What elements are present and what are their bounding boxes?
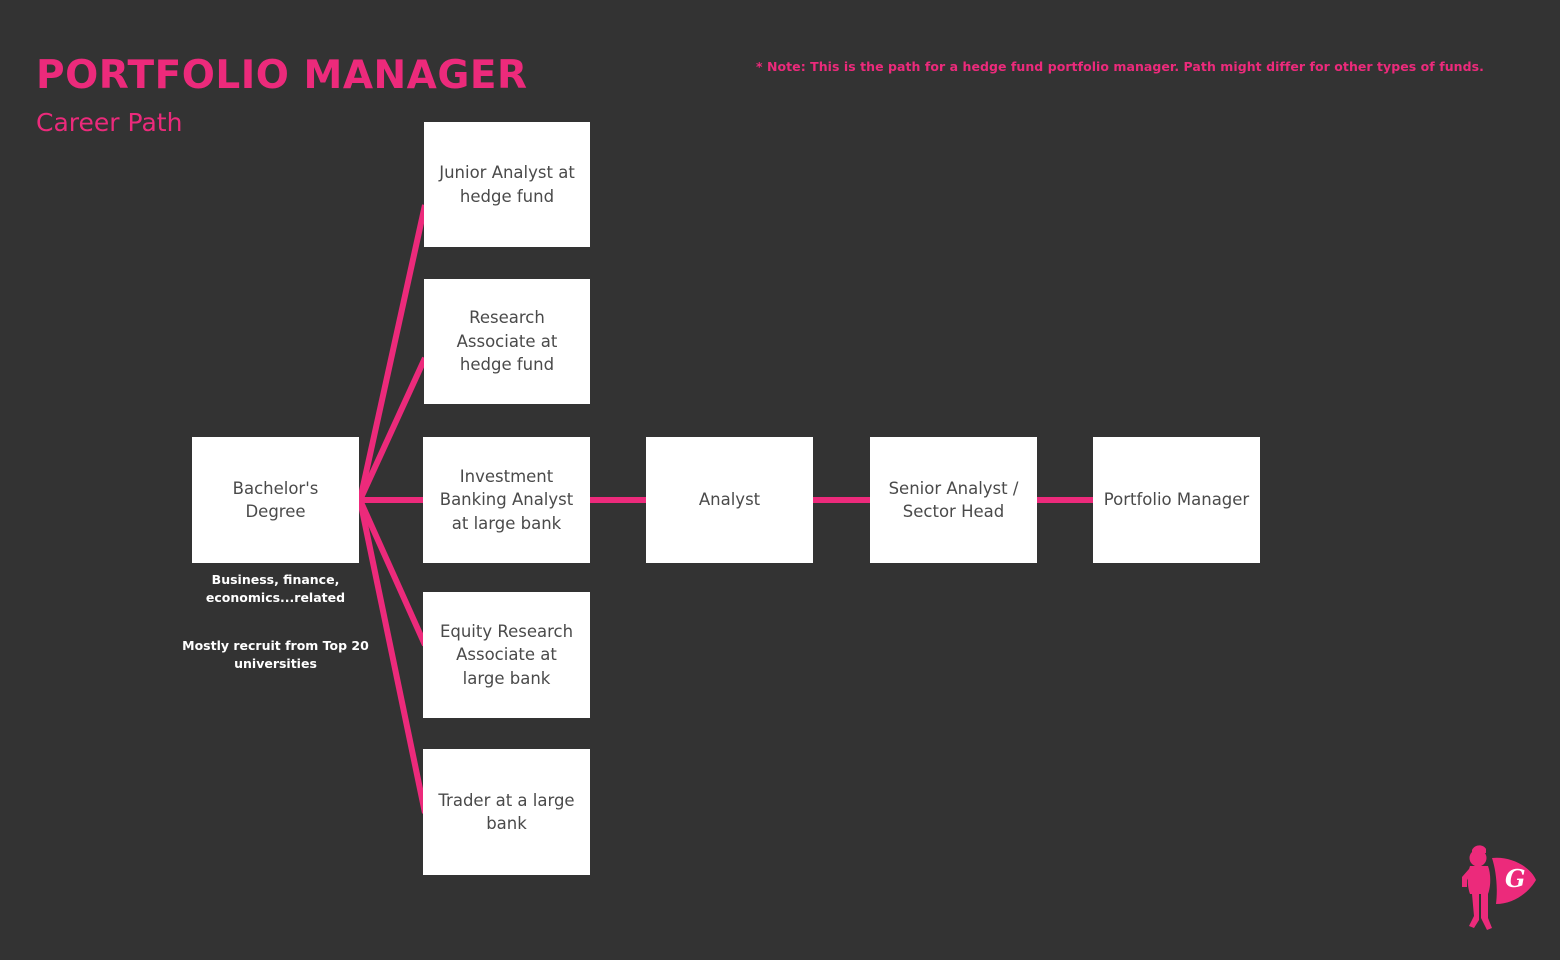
page-subtitle: Career Path [36,108,183,137]
node-analyst[interactable]: Analyst [646,437,813,563]
page-title: PORTFOLIO MANAGER [36,53,528,98]
edge-bachelors-to-research-associate [357,356,428,502]
node-label: Junior Analyst at hedge fund [439,163,575,206]
node-trader-large-bank[interactable]: Trader at a large bank [423,749,590,875]
node-label: Analyst [698,490,761,510]
footnote-text: * Note: This is the path for a hedge fun… [756,59,1484,74]
node-label: Senior Analyst / Sector Head [888,478,1019,521]
node-equity-research-associate[interactable]: Equity Research Associate at large bank [423,592,590,718]
node-senior-analyst-sector-head[interactable]: Senior Analyst / Sector Head [870,437,1037,563]
node-junior-analyst-hedge-fund[interactable]: Junior Analyst at hedge fund [424,122,590,247]
edge-bachelors-to-equity-research [357,498,428,647]
superhero-logo-icon: G [1462,845,1536,930]
node-bachelors-degree[interactable]: Bachelor's Degree [192,437,359,563]
node-label: Bachelor's Degree [232,478,319,521]
node-portfolio-manager[interactable]: Portfolio Manager [1093,437,1260,563]
caption-recruiting: Mostly recruit from Top 20 universities [182,638,369,671]
node-label: Portfolio Manager [1103,490,1250,510]
logo-letter: G [1505,864,1526,893]
node-investment-banking-analyst[interactable]: Investment Banking Analyst at large bank [423,437,590,563]
caption-majors: Business, finance, economics...related [205,572,346,605]
node-label: Equity Research Associate at large bank [439,621,574,688]
edge-bachelors-to-junior-analyst [357,204,428,501]
node-label: Investment Banking Analyst at large bank [439,466,574,533]
node-research-associate-hedge-fund[interactable]: Research Associate at hedge fund [424,279,590,404]
node-label: Trader at a large bank [438,790,575,833]
edge-bachelors-to-trader [357,499,428,814]
node-label: Research Associate at hedge fund [456,308,558,375]
